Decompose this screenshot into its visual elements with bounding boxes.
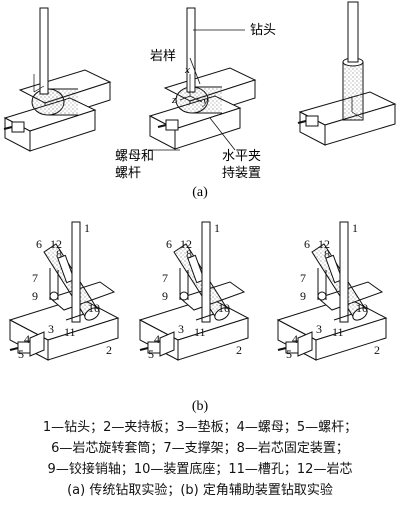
b3-label-3: 3 [316,322,322,336]
b3-label-4: 4 [292,332,298,346]
a2-clamp-assembly [148,7,257,150]
axis-z-label: z [171,94,177,106]
callout-clamp-2: 持装置 [222,166,261,181]
b3-label-1: 1 [352,221,358,235]
b3-label-2: 2 [374,343,380,357]
legend-line-4: (a) 传统钻取实验；(b) 定角辅助装置钻取实验 [67,483,333,498]
b3-label-5: 5 [286,347,292,361]
callout-rock-sample: 岩样 [150,49,176,64]
b2-label-9: 9 [162,289,168,303]
b3-label-10: 10 [356,301,368,315]
a1-clamp-assembly [3,7,112,152]
b2-label-11: 11 [194,325,206,339]
b2-label-10: 10 [218,301,230,315]
legend-line-3: 9—铰接销轴；10—装置底座；11—槽孔；12—岩芯 [47,462,353,477]
b1-label-8: 8 [56,247,62,261]
b1-label-9: 9 [32,289,38,303]
b3-label-6: 6 [304,237,310,251]
b2-label-7: 7 [162,271,168,285]
b3-label-9: 9 [300,289,306,303]
axis-y-label: y [202,95,208,107]
axis-x-label: x [184,64,190,76]
callout-drill-bit: 钻头 [250,23,276,38]
callout-nut-screw-1: 螺母和 [115,149,154,164]
b1-label-11: 11 [64,325,76,339]
b2-label-8: 8 [186,247,192,261]
panel-a-label: (a) [192,185,208,200]
legend-line-1: 1—钻头；2—夹持板；3—垫板；4—螺母；5—螺杆； [42,420,358,435]
b2-label-6: 6 [166,237,172,251]
b1-label-6: 6 [36,237,42,251]
b2-label-5: 5 [148,347,154,361]
b1-label-12: 12 [50,237,62,251]
b1-label-4: 4 [24,332,30,346]
a3-clamp-assembly [297,1,397,146]
b1-label-7: 7 [32,271,38,285]
callout-nut-screw-2: 螺杆 [115,166,141,181]
b3-label-12: 12 [318,237,330,251]
panel-a-diagrams [3,1,397,152]
b2-label-12: 12 [180,237,192,251]
callout-clamp-1: 水平夹 [222,149,261,164]
b2-label-3: 3 [178,322,184,336]
b1-label-3: 3 [48,322,54,336]
b3-label-8: 8 [324,247,330,261]
b2-label-1: 1 [214,221,220,235]
b3-label-7: 7 [300,271,306,285]
b1-label-10: 10 [88,301,100,315]
panel-b-label: (b) [192,399,209,414]
b3-label-11: 11 [332,325,344,339]
panel-b-diagrams: 1234567891011121234567891011121234567891… [8,221,388,361]
b1-label-2: 2 [106,343,112,357]
b2-label-4: 4 [154,332,160,346]
b2-label-2: 2 [236,343,242,357]
legend-line-2: 6—岩芯旋转套筒；7—支撑架；8—岩芯固定装置； [51,441,349,456]
b1-label-5: 5 [18,347,24,361]
b1-label-1: 1 [84,221,90,235]
